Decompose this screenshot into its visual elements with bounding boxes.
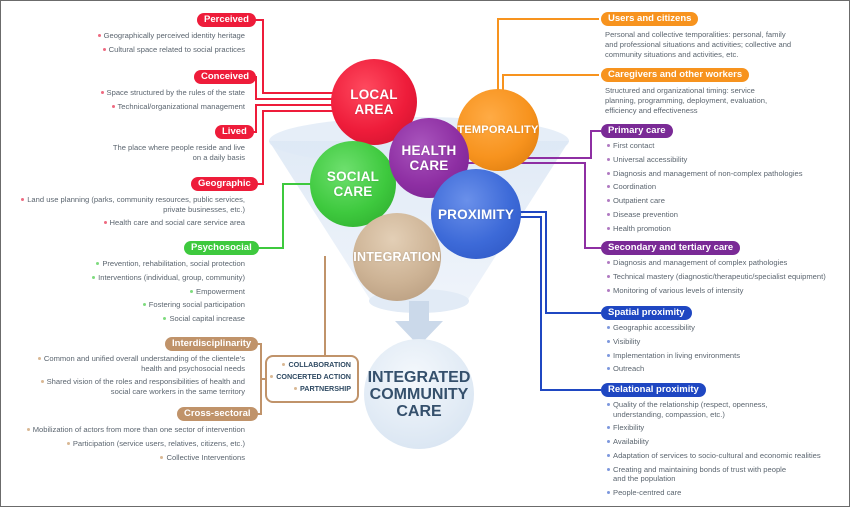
sphere-label: AREA <box>354 102 394 117</box>
sphere-label: CARE <box>409 158 449 173</box>
caregivers-description: Structured and organizational timing: se… <box>605 86 768 115</box>
list-item: Outpatient care <box>607 197 803 205</box>
label-users-and-citizens: Users and citizens <box>601 12 699 26</box>
list-item: Health care and social care service area <box>21 219 245 227</box>
sphere-label: CARE <box>333 184 373 199</box>
sphere-label: LOCAL <box>350 87 398 102</box>
list-item: First contact <box>607 142 803 150</box>
list-item: Social capital increase <box>92 315 245 323</box>
list-item: Participation (service users, relatives,… <box>27 439 245 448</box>
social-care-connector <box>248 183 319 249</box>
list-item: Diagnosis and management of complex path… <box>607 259 826 267</box>
list-item: Collective Interventions <box>27 453 245 462</box>
label-spatial-proximity: Spatial proximity <box>601 306 692 320</box>
psychosocial-items: Prevention, rehabilitation, social prote… <box>92 260 245 329</box>
list-item: Technical mastery (diagnostic/therapeuti… <box>607 272 826 281</box>
sphere-proximity[interactable]: PROXIMITY <box>431 169 521 259</box>
list-item: Common and unified overall understanding… <box>37 355 245 363</box>
box-item: CONCERTED ACTION <box>267 372 351 381</box>
list-item: Empowerment <box>92 287 245 296</box>
list-item-continued: private businesses, etc.) <box>163 204 245 214</box>
list-item: Mobilization of actors from more than on… <box>26 426 245 434</box>
result-line: INTEGRATED <box>367 368 471 386</box>
label-lived: Lived <box>215 125 254 139</box>
sphere-temporality[interactable]: TEMPORALITY <box>457 89 539 171</box>
label-perceived: Perceived <box>197 13 256 27</box>
lived-description: The place where people reside and live o… <box>112 143 245 162</box>
list-item: Technical/organizational management <box>101 102 245 111</box>
list-item: Adaptation of services to socio-cultural… <box>607 452 821 460</box>
label-secondary-tertiary-care: Secondary and tertiary care <box>601 241 741 255</box>
down-arrow-icon <box>395 301 443 346</box>
list-item: Geographic accessibility <box>607 324 740 332</box>
list-item: Universal accessibility <box>607 155 803 164</box>
sphere-integration[interactable]: INTEGRATION <box>353 213 441 301</box>
list-item: Implementation in living environments <box>607 351 740 360</box>
label-conceived: Conceived <box>194 70 257 84</box>
sphere-label: SOCIAL <box>326 169 380 184</box>
list-item: Visibility <box>607 337 740 346</box>
list-item: Space structured by the rules of the sta… <box>100 89 245 97</box>
sphere-label: TEMPORALITY <box>457 123 539 136</box>
list-item: Geographically perceived identity herita… <box>97 32 245 40</box>
list-item: Coordination <box>607 183 803 191</box>
secondary-care-items: Diagnosis and management of complex path… <box>607 259 826 300</box>
list-item: Land use planning (parks, community reso… <box>21 196 245 204</box>
label-primary-care: Primary care <box>601 124 673 138</box>
label-cross-sectoral: Cross-sectoral <box>177 407 258 421</box>
list-item: Fostering social participation <box>92 301 245 309</box>
spatial-proximity-items: Geographic accessibility Visibility Impl… <box>607 324 740 379</box>
primary-care-items: First contact Universal accessibility Di… <box>607 142 803 238</box>
label-relational-proximity: Relational proximity <box>601 383 706 397</box>
list-item-continued: understanding, compassion, etc.) <box>613 409 725 419</box>
list-item: Flexibility <box>607 424 821 432</box>
geographic-items: Land use planning (parks, community reso… <box>21 196 245 233</box>
list-item-continued: health and psychosocial needs <box>141 363 245 373</box>
list-item: Cultural space related to social practic… <box>98 45 245 54</box>
label-psychosocial: Psychosocial <box>184 241 259 255</box>
list-item-continued: social care workers in the same territor… <box>110 386 245 396</box>
list-item: Availability <box>607 438 821 446</box>
list-item: Monitoring of various levels of intensit… <box>607 286 826 295</box>
label-caregivers: Caregivers and other workers <box>601 68 750 82</box>
cross-sectoral-items: Mobilization of actors from more than on… <box>26 426 245 467</box>
list-item-continued: and the population <box>613 474 676 484</box>
box-item: COLLABORATION <box>267 360 351 369</box>
list-item: Outreach <box>607 365 740 373</box>
interdisciplinarity-items: Common and unified overall understanding… <box>37 355 245 402</box>
list-item: Disease prevention <box>607 211 803 219</box>
temporality-connectors <box>497 18 599 91</box>
proximity-connectors <box>515 211 601 391</box>
list-item: Interventions (individual, group, commun… <box>92 273 245 282</box>
list-item: People-centred care <box>607 489 821 497</box>
list-item: Health promotion <box>607 224 803 233</box>
label-interdisciplinarity: Interdisciplinarity <box>165 337 259 351</box>
list-item: Quality of the relationship (respect, op… <box>607 401 821 409</box>
list-item: Prevention, rehabilitation, social prote… <box>92 260 245 268</box>
sphere-label: PROXIMITY <box>437 206 515 222</box>
users-description: Personal and collective temporalities: p… <box>605 30 792 59</box>
result-circle <box>364 339 474 449</box>
box-item: PARTNERSHIP <box>267 384 351 393</box>
list-item: Diagnosis and management of non-complex … <box>607 169 803 178</box>
result-line: COMMUNITY <box>369 385 469 403</box>
relational-proximity-items: Quality of the relationship (respect, op… <box>607 401 821 503</box>
perceived-items: Geographically perceived identity herita… <box>97 32 245 60</box>
integration-box: COLLABORATION CONCERTED ACTION PARTNERSH… <box>265 355 359 403</box>
sphere-label: HEALTH <box>401 143 457 158</box>
list-item: Shared vision of the roles and responsib… <box>38 378 245 386</box>
label-geographic: Geographic <box>191 177 258 191</box>
sphere-label: INTEGRATION <box>353 249 441 264</box>
conceived-items: Space structured by the rules of the sta… <box>100 89 245 117</box>
result-line: CARE <box>396 402 442 420</box>
list-item: Creating and maintaining bonds of trust … <box>607 465 821 474</box>
